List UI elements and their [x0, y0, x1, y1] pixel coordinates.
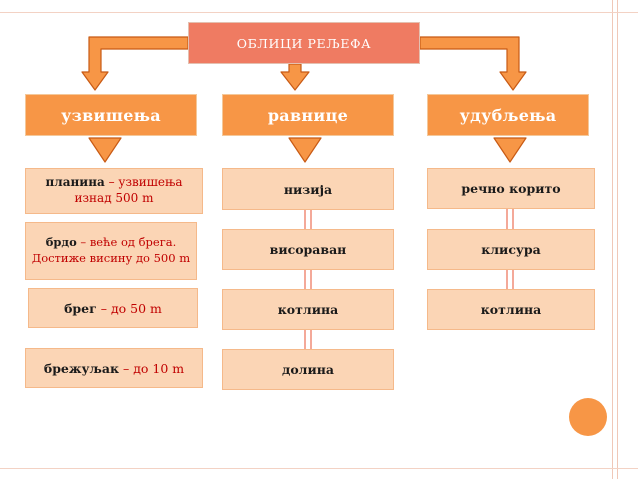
category-ravnice: равнице — [222, 94, 394, 136]
triangle-col1 — [88, 137, 122, 163]
arrow-center — [280, 63, 310, 91]
category-udubljenja: удубљења — [427, 94, 589, 136]
item-klisura: клисура — [427, 229, 595, 270]
def-planina: – узвишења изнад 500 m — [74, 175, 183, 205]
item-dolina: долина — [222, 349, 394, 390]
item-kotlina-3: котлина — [427, 289, 595, 330]
term-planina: планина — [45, 175, 105, 190]
item-kotlina-2: котлина — [222, 289, 394, 330]
def-brdo: – веће од брега. Достиже висину до 500 m — [31, 235, 191, 265]
item-breg: брег – до 50 m — [28, 288, 198, 328]
term-brezuljak: брежуљак — [43, 360, 119, 376]
item-planina: планина – узвишења изнад 500 m — [25, 168, 203, 214]
def-breg: – до 50 m — [96, 300, 162, 316]
frame-line-bottom — [0, 468, 638, 469]
arrow-right-branch — [419, 36, 527, 91]
item-nizija: низија — [222, 168, 394, 210]
frame-line-top — [0, 12, 638, 13]
frame-line-right — [612, 0, 613, 479]
category-uzvisenja: узвишења — [25, 94, 197, 136]
diagram-title: ОБЛИЦИ РЕЉЕФА — [188, 22, 420, 64]
item-recno-korito: речно корито — [427, 168, 595, 209]
item-brdo: брдо – веће од брега. Достиже висину до … — [25, 222, 197, 280]
decorative-circle — [569, 398, 607, 436]
term-breg: брег — [64, 300, 97, 316]
triangle-col3 — [493, 137, 527, 163]
triangle-col2 — [288, 137, 322, 163]
item-brezuljak: брежуљак – до 10 m — [25, 348, 203, 388]
frame-line-right-2 — [617, 0, 618, 479]
term-brdo: брдо — [45, 235, 77, 250]
def-brezuljak: – до 10 m — [119, 360, 185, 376]
arrow-left-branch — [81, 36, 189, 91]
item-visoravan: висораван — [222, 229, 394, 270]
